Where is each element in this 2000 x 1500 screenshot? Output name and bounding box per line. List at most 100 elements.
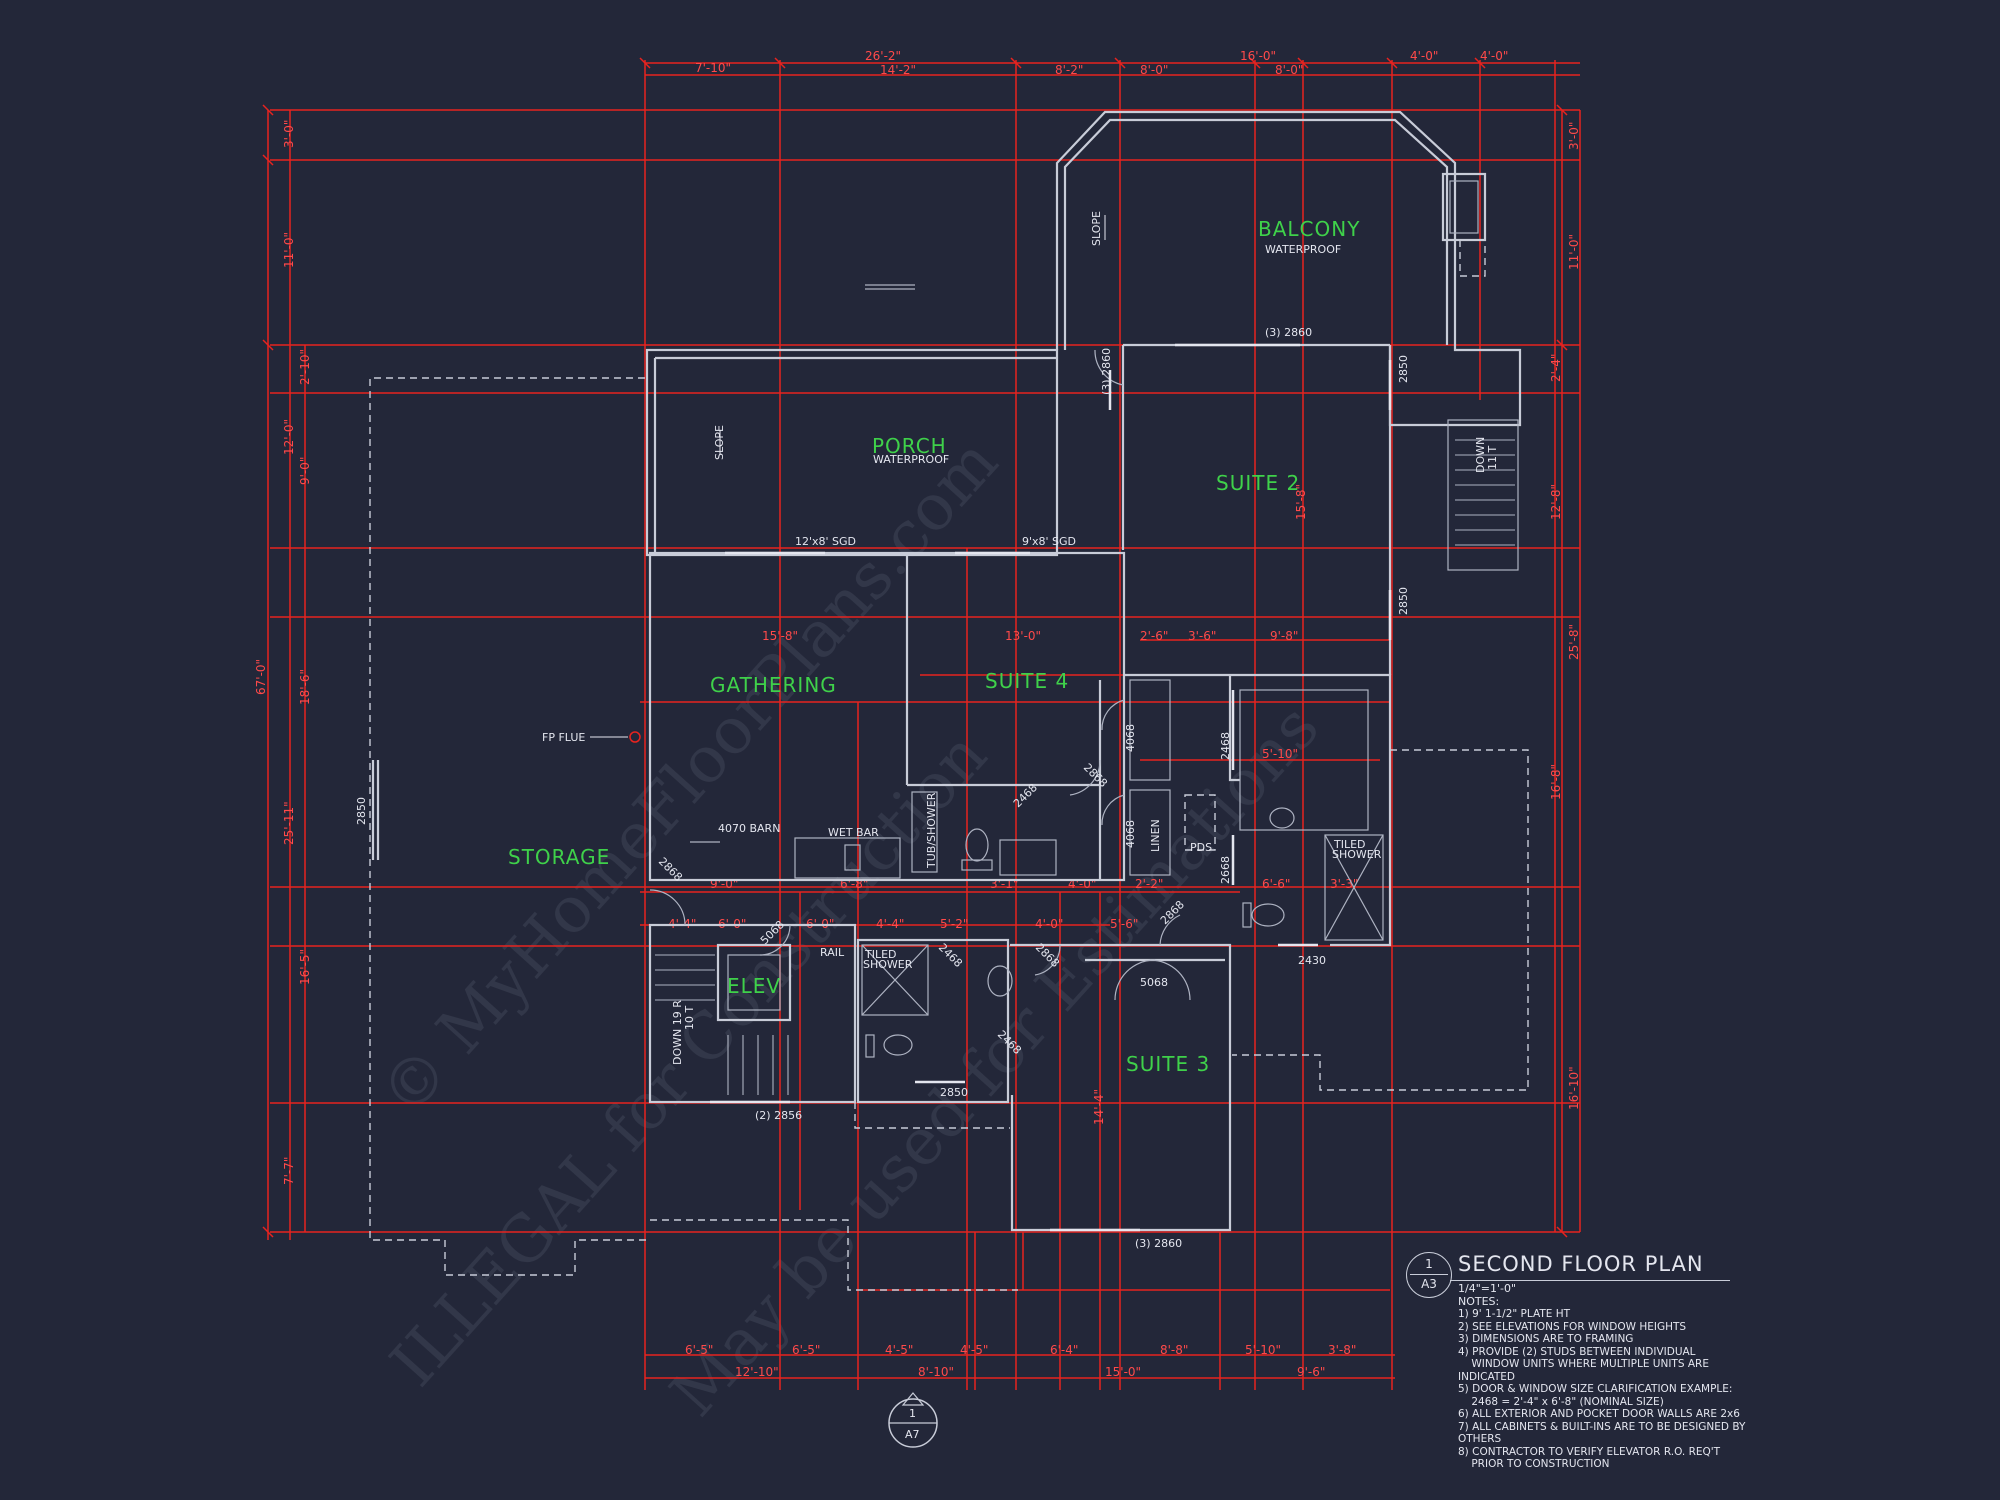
note-line: 8) CONTRACTOR TO VERIFY ELEVATOR R.O. RE… [1458,1445,1721,1458]
right-dimensions: 3'-0" 11'-0" 2'-4" 12'-8" 25'-8" 16'-8" … [1549,122,1581,1110]
note-line: 1) 9' 1-1/2" PLATE HT [1458,1308,1571,1320]
notes-heading: NOTES: [1458,1295,1500,1308]
dim-bot-12: 9'-6" [1297,1365,1325,1379]
dim-int-10: 2'-2" [1135,877,1163,891]
label-shower-2: SHOWER [863,958,913,971]
room-porch: PORCH [872,434,947,458]
label-2668: 2668 [1219,856,1232,884]
dim-bot-3: 4'-5" [885,1343,913,1357]
dim-int-22: 15'-8" [1294,484,1308,520]
dim-int-15: 5'-2" [940,917,968,931]
sheet-number: A3 [1421,1277,1437,1291]
note-line: 5) DOOR & WINDOW SIZE CLARIFICATION EXAM… [1458,1383,1733,1395]
room-balcony: BALCONY [1258,217,1360,241]
label-2860-bot: (3) 2860 [1135,1237,1182,1250]
dim-left-overall: 67'-0" [254,659,268,695]
room-balcony-sub: WATERPROOF [1265,243,1341,256]
dim-top-1: 7'-10" [695,61,731,75]
label-fp-flue: FP FLUE [542,731,585,744]
section-marker-bottom: A7 [905,1428,920,1441]
dim-top-3: 16'-0" [1240,49,1276,63]
dim-bot-11: 15'-0" [1105,1365,1141,1379]
dim-bot-7: 5'-10" [1245,1343,1281,1357]
label-slope-porch: SLOPE [713,425,726,460]
label-tiled-2: TILED [864,948,897,961]
label-wet-bar: WET BAR [828,826,879,839]
label-window-2860-top: (3) 2860 [1265,326,1312,339]
label-2850-d: 2850 [940,1086,968,1099]
watermark: © MyHomeFloorPlans.com ILLEGAL for Const… [367,425,1334,1430]
label-tiled-1: TILED [1333,838,1366,851]
label-tub-shower: TUB/SHOWER [925,792,938,869]
label-shower-1: SHOWER [1332,848,1382,861]
label-slope-balcony: SLOPE [1090,211,1103,246]
left-dimensions: 3'-0" 11'-0" 2'-10" 12'-0" 9'-0" 18'-6" … [254,120,312,1185]
dim-left-5: 9'-0" [298,457,312,485]
dim-bot-10: 8'-10" [918,1365,954,1379]
dim-top-5: 4'-0" [1480,49,1508,63]
note-line: PRIOR TO CONSTRUCTION [1458,1458,1610,1470]
dim-left-9: 7'-7" [282,1157,296,1185]
label-2860-side: (3) 2860 [1100,348,1113,395]
dim-left-7: 25'-11" [282,801,296,845]
label-pds: PDS [1190,841,1212,854]
dim-right-6: 16'-8" [1549,764,1563,800]
label-linen: LINEN [1149,819,1162,852]
dim-bot-1: 6'-5" [685,1343,713,1357]
dim-int-14: 4'-4" [876,917,904,931]
bottom-dimensions: 6'-5" 6'-5" 4'-5" 4'-5" 6'-4" 8'-8" 5'-1… [685,1343,1356,1379]
dim-top-7: 8'-2" [1055,63,1083,77]
dim-int-17: 5'-6" [1110,917,1138,931]
label-sgd-12: 12'x8' SGD [795,535,856,548]
dim-int-1: 15'-8" [762,629,798,643]
label-2856: (2) 2856 [755,1109,802,1122]
note-line: 7) ALL CABINETS & BUILT-INS ARE TO BE DE… [1458,1420,1746,1433]
dim-right-4: 12'-8" [1549,484,1563,520]
dim-int-19: 6'-6" [1262,877,1290,891]
dim-top-6: 14'-2" [880,63,916,77]
dim-left-3: 2'-10" [298,349,312,385]
label-2850-b: 2850 [1397,355,1410,383]
detail-number: 1 [1425,1257,1433,1271]
dim-top-8: 8'-0" [1140,63,1168,77]
title-underline [1450,1280,1730,1281]
section-marker-top: 1 [909,1407,916,1420]
dim-bot-2: 6'-5" [792,1343,820,1357]
annotation-labels: SLOPE SLOPE (3) 2860 12'x8' SGD 9'x8' SG… [355,211,1499,1250]
dim-right-7: 16'-10" [1567,1066,1581,1110]
dim-left-2: 11'-0" [282,232,296,268]
label-sgd-9: 9'x8' SGD [1022,535,1076,548]
section-marker: 1 A7 [888,1392,938,1448]
dim-top-4: 4'-0" [1410,49,1438,63]
label-down-right: DOWN [1474,437,1487,473]
dim-int-21: 14'-4" [1092,1089,1106,1125]
drawing-scale: 1/4"=1'-0" [1458,1282,1517,1295]
room-elev: ELEV [727,974,781,998]
notes-list: 1) 9' 1-1/2" PLATE HT 2) SEE ELEVATIONS … [1458,1308,1788,1471]
drawing-title: SECOND FLOOR PLAN [1458,1252,1704,1276]
dim-int-2: 13'-0" [1005,629,1041,643]
room-suite4: SUITE 4 [985,669,1069,693]
dim-top-9: 8'-0" [1275,63,1303,77]
note-line: 2) SEE ELEVATIONS FOR WINDOW HEIGHTS [1458,1320,1687,1333]
dim-bot-9: 12'-10" [735,1365,779,1379]
note-line: 3) DIMENSIONS ARE TO FRAMING [1458,1333,1634,1345]
label-2468-a: 2468 [1219,732,1232,760]
note-line: 6) ALL EXTERIOR AND POCKET DOOR WALLS AR… [1458,1408,1740,1420]
dim-left-4: 12'-0" [282,419,296,455]
dim-right-2: 11'-0" [1567,234,1581,270]
dim-right-3: 2'-4" [1549,354,1563,382]
room-labels: BALCONY WATERPROOF PORCH WATERPROOF SUIT… [508,217,1360,1076]
dim-left-8: 16'-5" [298,949,312,985]
dim-int-16: 4'-0" [1035,917,1063,931]
label-2850-c: 2850 [1397,587,1410,615]
label-down-stairs-b: 10 T [683,1006,696,1030]
note-line: 2468 = 2'-4" x 6'-8" (NOMINAL SIZE) [1458,1395,1664,1408]
room-suite2: SUITE 2 [1216,471,1300,495]
label-2430: 2430 [1298,954,1326,967]
label-4068-b: 4068 [1124,820,1137,848]
dim-int-18: 5'-10" [1262,747,1298,761]
room-suite3: SUITE 3 [1126,1052,1210,1076]
top-dimensions: 7'-10" 26'-2" 16'-0" 4'-0" 4'-0" 14'-2" … [695,49,1508,77]
